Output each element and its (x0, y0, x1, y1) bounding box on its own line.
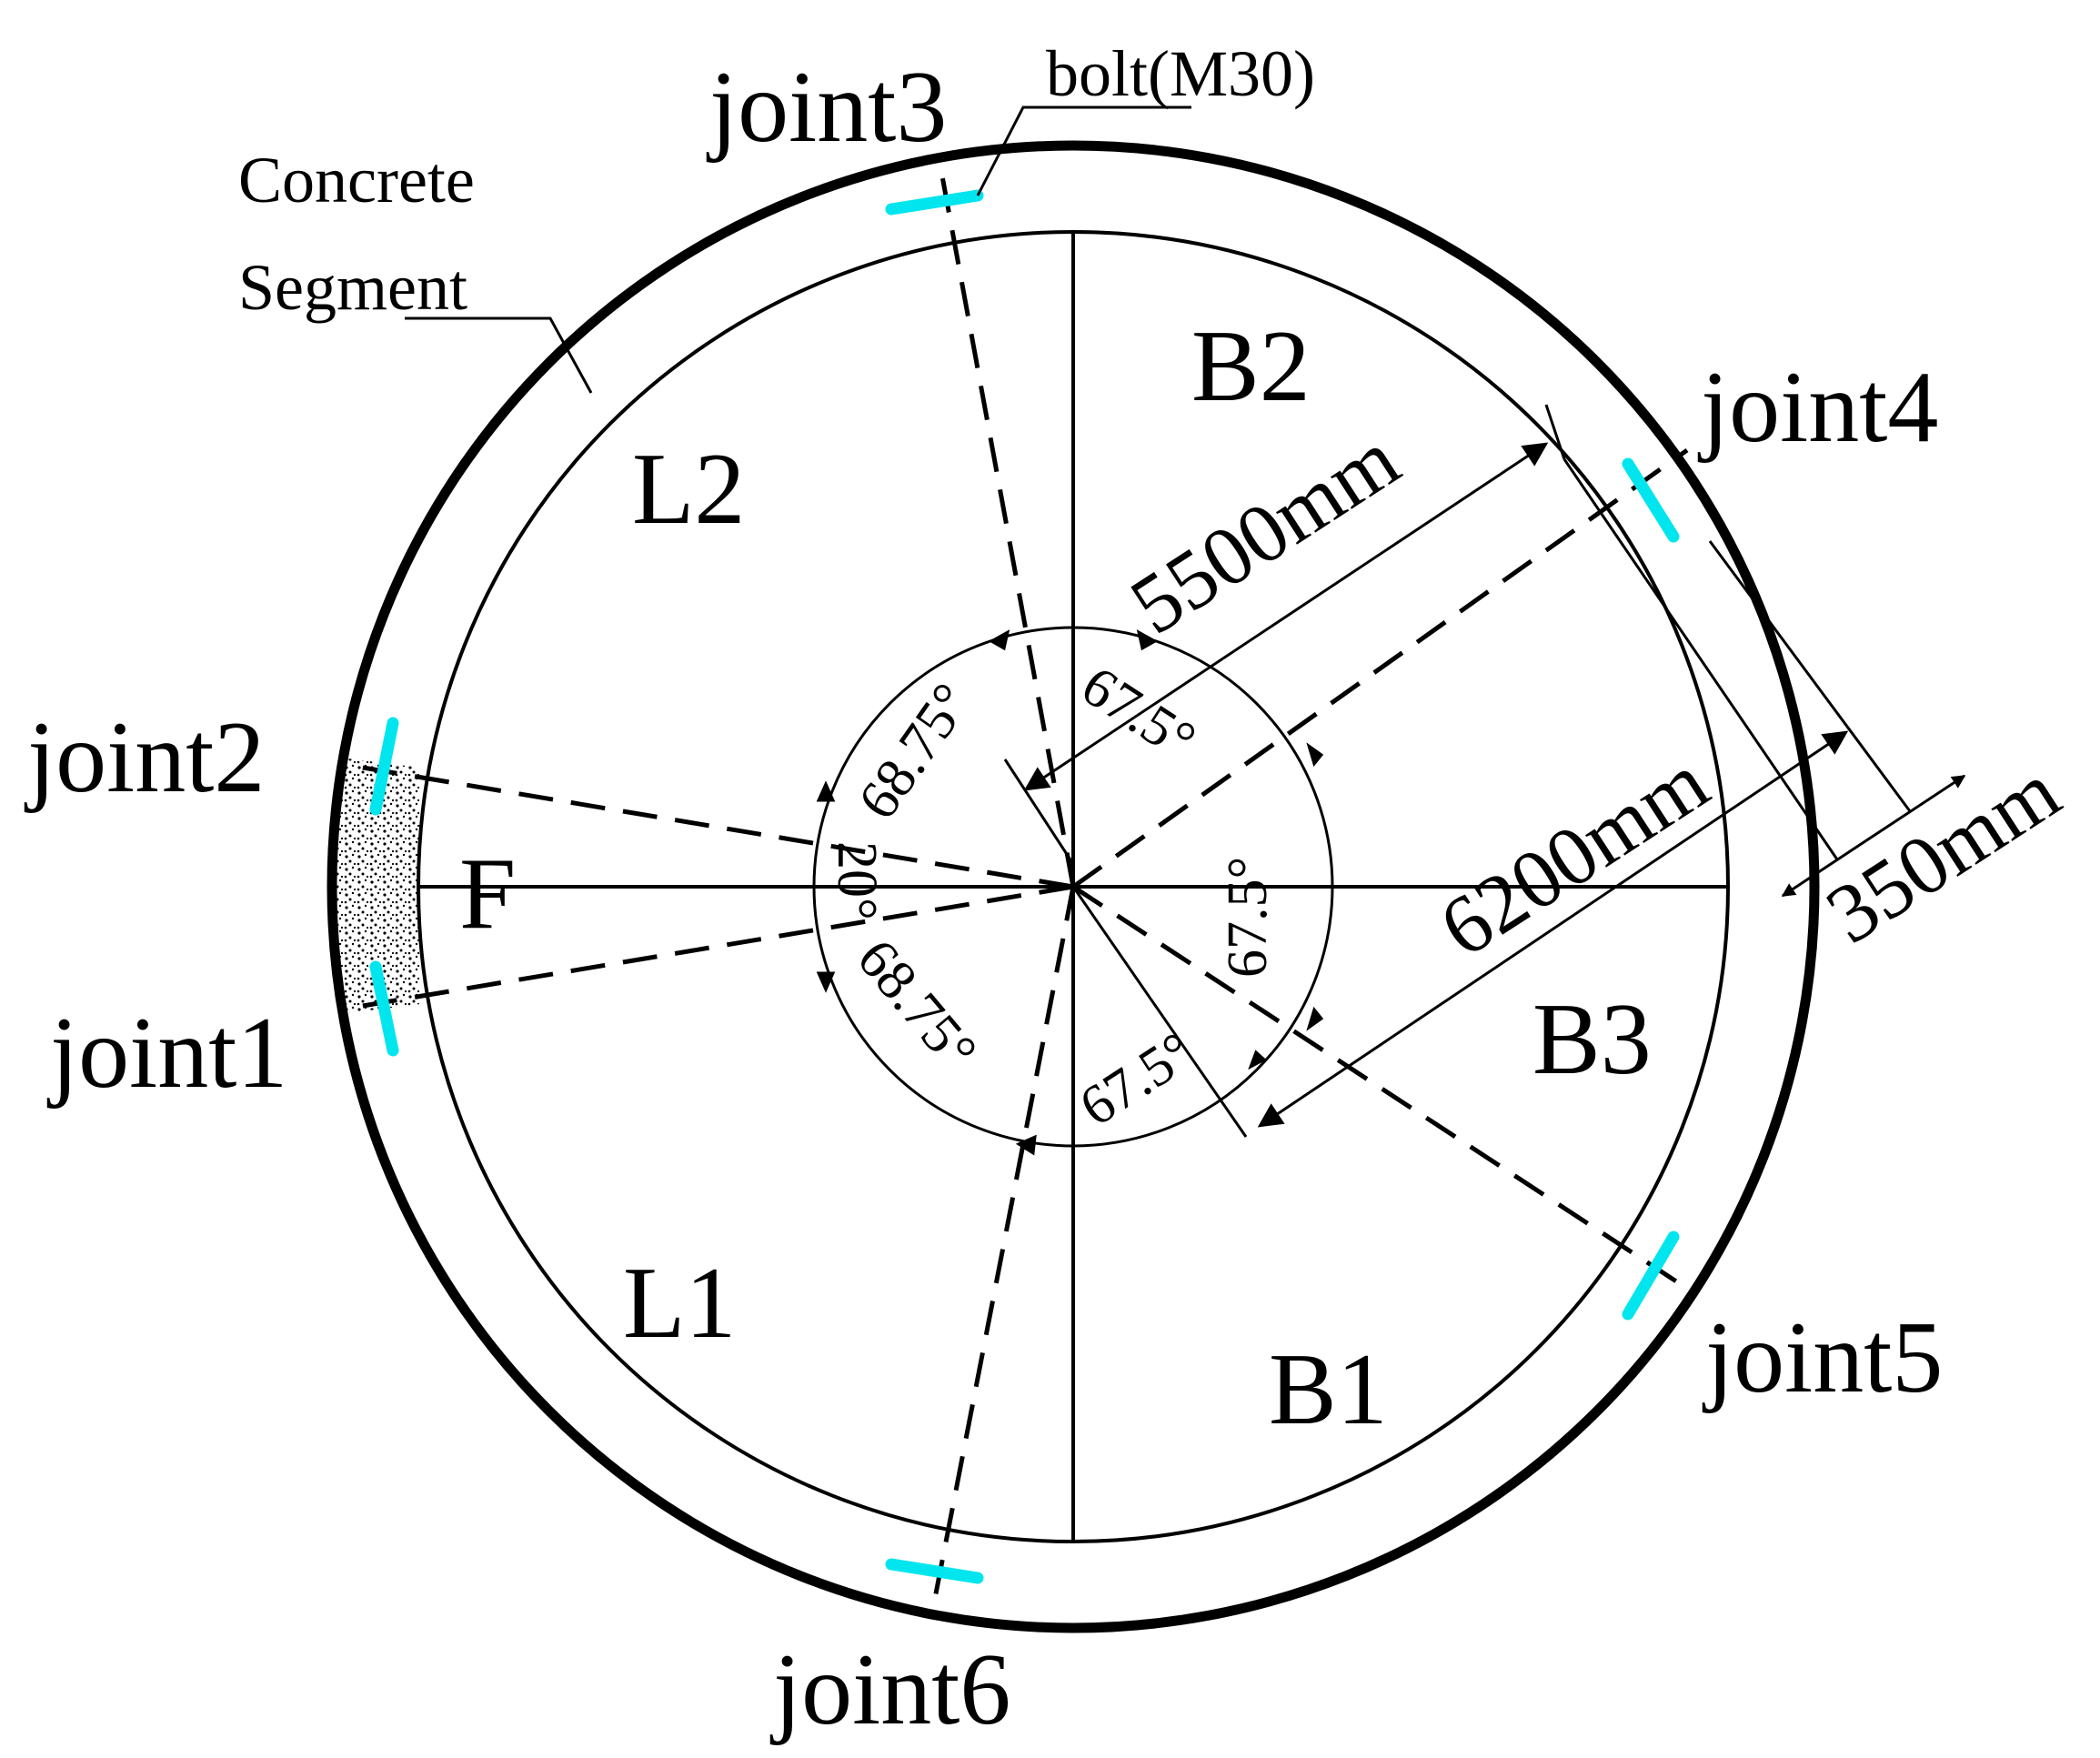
outer-radius-ext-a (1071, 886, 1248, 1138)
concrete-label-1: Concrete (238, 144, 475, 216)
concrete-leader (405, 316, 593, 394)
bolt-label: bolt(M30) (1046, 37, 1315, 110)
thickness-dim (1781, 774, 1966, 898)
outer-radius-dim (1257, 730, 1849, 1128)
bolt-joint2 (369, 717, 399, 816)
thickness-ext (1708, 540, 1912, 812)
segment-l2-label: L2 (632, 433, 745, 546)
bolts (369, 189, 1680, 1584)
bolt-joint4 (1622, 457, 1680, 543)
joint5-label: joint5 (1702, 1301, 1943, 1414)
angle-l1-label: 68.75° (845, 928, 989, 1082)
segment-l1-label: L1 (623, 1247, 736, 1360)
joint1-label: joint1 (46, 997, 287, 1110)
bolt-leader (976, 105, 1191, 196)
bolt-joint5 (1622, 1231, 1680, 1321)
segment-f-label: F (459, 838, 516, 950)
bolt-joint3 (885, 189, 984, 216)
bolt-joint6 (885, 1558, 984, 1584)
key-segment-fill (336, 758, 420, 1013)
joint6-label: joint6 (769, 1633, 1010, 1746)
angle-b3-label: 67.5° (1217, 857, 1279, 978)
segment-b2-label: B2 (1191, 310, 1311, 423)
inner-radius-dim (1023, 442, 1549, 791)
outer-radius-label: 6200mm (1423, 735, 1723, 975)
angle-arrows (816, 629, 1324, 1156)
concrete-label-2: Segment (238, 251, 467, 324)
joint2-label: joint2 (24, 701, 265, 814)
inner-radius-ext-b (1544, 404, 1566, 460)
angle-b2-label: 67.5° (1070, 655, 1206, 773)
inner-radius-label: 5500mm (1114, 412, 1414, 652)
joint4-label: joint4 (1697, 351, 1938, 464)
inner-radius-ext-a (1003, 758, 1075, 865)
angle-l2-label: 68.75° (847, 672, 983, 830)
bolt-joint1 (369, 960, 399, 1057)
joint3-label: joint3 (706, 51, 947, 164)
angle-f-label: 20° (826, 841, 888, 920)
segment-b1-label: B1 (1269, 1333, 1388, 1446)
segment-b3-label: B3 (1532, 983, 1652, 1096)
